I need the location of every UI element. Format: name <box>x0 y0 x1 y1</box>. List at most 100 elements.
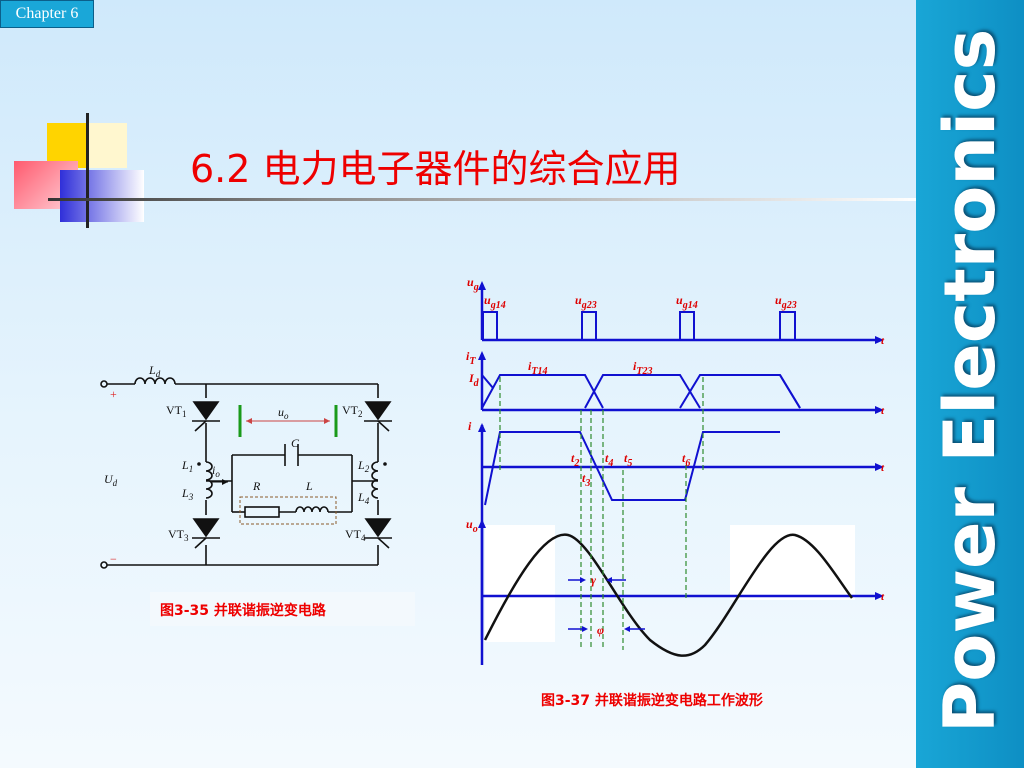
svg-text:VT2: VT2 <box>342 403 363 419</box>
i-axis-label: i <box>468 419 472 433</box>
svg-text:ug: ug <box>467 275 479 293</box>
t-axis-label-3: t <box>881 462 885 474</box>
label-l3-sub: 3 <box>188 492 194 502</box>
label-vt2: VT <box>342 403 359 417</box>
svg-text:uo: uo <box>466 517 478 535</box>
ug-axis-sub: g <box>473 282 479 293</box>
label-vt4-sub: 4 <box>361 533 366 543</box>
side-band <box>916 0 1024 768</box>
it14-label: i <box>528 359 532 373</box>
t5-sub: 5 <box>627 458 632 469</box>
label-plus: + <box>110 387 117 401</box>
label-io-sub: o <box>215 469 220 479</box>
svg-text:ug23: ug23 <box>775 293 797 311</box>
id-label: I <box>468 371 475 385</box>
circuit-caption: 图3-35 并联谐振逆变电路 <box>160 603 326 619</box>
pulse-label-4: u <box>775 293 782 307</box>
svg-text:VT3: VT3 <box>168 527 189 543</box>
pulse-sub-3: g14 <box>682 300 698 311</box>
label-vt3: VT <box>168 527 185 541</box>
it23-sub: T23 <box>636 366 652 377</box>
label-l2-sub: 2 <box>365 464 370 474</box>
t2-label: t <box>571 451 575 465</box>
it14-sub: T14 <box>531 366 547 377</box>
svg-text:Id: Id <box>468 371 480 389</box>
svg-text:L1: L1 <box>181 458 193 474</box>
ug-axis-label: u <box>467 275 474 289</box>
deco-vertical-line <box>86 113 89 228</box>
svg-text:L3: L3 <box>181 486 194 502</box>
svg-text:t6: t6 <box>682 451 690 469</box>
label-l: L <box>305 479 313 493</box>
deco-square-cream <box>87 123 127 168</box>
t4-sub: 4 <box>607 458 613 469</box>
t6-label: t <box>682 451 686 465</box>
label-ud-sub: d <box>113 478 118 488</box>
svg-text:VT1: VT1 <box>166 403 187 419</box>
uo-axis-sub: o <box>473 524 478 535</box>
svg-text:Ld: Ld <box>148 363 161 379</box>
waveform-caption: 图3-37 并联谐振逆变电路工作波形 <box>541 693 763 709</box>
page-title: 6.2 电力电子器件的综合应用 <box>190 147 681 191</box>
uo-axis-label: u <box>466 517 473 531</box>
t4-label: t <box>605 451 609 465</box>
it23-label: i <box>633 359 637 373</box>
label-c: C <box>291 436 300 450</box>
pulse-sub-4: g23 <box>781 300 797 311</box>
it-axis-sub: T <box>469 356 476 367</box>
label-ud: U <box>104 472 114 486</box>
svg-text:io: io <box>212 463 220 479</box>
label-vt3-sub: 3 <box>184 533 189 543</box>
title-underline <box>48 198 916 201</box>
svg-text:L4: L4 <box>357 490 370 506</box>
label-uo-sub: o <box>284 411 289 421</box>
svg-text:uo: uo <box>278 405 289 421</box>
id-sub: d <box>474 378 480 389</box>
t6-sub: 6 <box>685 458 690 469</box>
svg-text:t5: t5 <box>624 451 632 469</box>
label-r: R <box>252 479 261 493</box>
svg-text:ug14: ug14 <box>676 293 698 311</box>
label-l4: L <box>357 490 365 504</box>
label-l1: L <box>181 458 189 472</box>
deco-square-yellow <box>47 123 87 168</box>
label-uo: u <box>278 405 284 419</box>
t3-sub: 3 <box>584 478 590 489</box>
label-l3: L <box>181 486 189 500</box>
svg-text:VT4: VT4 <box>345 527 366 543</box>
label-minus: − <box>110 552 117 566</box>
t-axis-label-1: t <box>881 335 885 347</box>
label-vt1: VT <box>166 403 183 417</box>
label-ld: L <box>148 363 156 377</box>
svg-text:ug14: ug14 <box>484 293 506 311</box>
label-vt4: VT <box>345 527 362 541</box>
svg-text:Ud: Ud <box>104 472 118 488</box>
t3-label: t <box>582 471 586 485</box>
label-vt2-sub: 2 <box>358 409 363 419</box>
label-l2: L <box>357 458 365 472</box>
label-l1-sub: 1 <box>189 464 194 474</box>
t-axis-label-2: t <box>881 405 885 417</box>
t2-sub: 2 <box>573 458 579 469</box>
svg-text:t3: t3 <box>582 471 590 489</box>
pulse-label-3: u <box>676 293 683 307</box>
pulse-label-1: u <box>484 293 491 307</box>
pulse-sub-2: g23 <box>581 300 597 311</box>
label-io: i <box>212 463 215 477</box>
svg-text:iT23: iT23 <box>633 359 652 377</box>
label-ld-sub: d <box>156 369 161 379</box>
deco-square-blue <box>60 170 144 222</box>
pulse-label-2: u <box>575 293 582 307</box>
svg-text:t2: t2 <box>571 451 579 469</box>
label-l4-sub: 4 <box>365 496 370 506</box>
svg-text:iT: iT <box>466 349 476 367</box>
svg-text:ug23: ug23 <box>575 293 597 311</box>
svg-text:t4: t4 <box>605 451 613 469</box>
it-axis-label: i <box>466 349 470 363</box>
t-axis-label-4: t <box>881 591 885 603</box>
svg-text:iT14: iT14 <box>528 359 547 377</box>
phi-label: φ <box>597 623 604 637</box>
gamma-label: γ <box>591 573 596 587</box>
caption-box <box>150 592 415 626</box>
